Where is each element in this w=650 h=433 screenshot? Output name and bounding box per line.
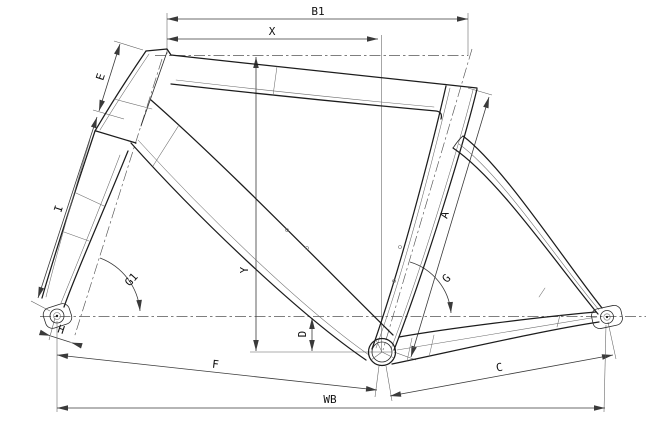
dim-d: D bbox=[296, 318, 315, 351]
dim-i: I bbox=[30, 116, 98, 312]
chain-stays bbox=[391, 311, 600, 365]
dim-f: F bbox=[56, 321, 380, 412]
dim-label-y: Y bbox=[238, 266, 251, 273]
dim-label-g1: G1 bbox=[122, 270, 141, 289]
dim-e: E bbox=[92, 40, 144, 120]
dim-wb: WB bbox=[57, 324, 607, 413]
rear-dropout bbox=[591, 305, 623, 329]
dim-label-i: I bbox=[51, 204, 65, 214]
fork bbox=[41, 130, 129, 308]
dim-label-b1: B1 bbox=[311, 5, 324, 18]
dim-label-wb: WB bbox=[323, 393, 337, 406]
dim-label-c: C bbox=[495, 361, 504, 375]
down-tube bbox=[130, 99, 394, 361]
dim-g1-angle: G1 bbox=[99, 257, 142, 312]
head-tube bbox=[94, 48, 190, 144]
bottom-bracket bbox=[367, 337, 397, 367]
dim-label-x: X bbox=[269, 25, 276, 38]
dim-c: C bbox=[385, 321, 617, 402]
dim-h: H bbox=[38, 317, 83, 349]
top-tube bbox=[170, 56, 446, 120]
dim-a: A bbox=[393, 87, 493, 361]
seat-stays bbox=[452, 135, 603, 315]
seat-tube bbox=[371, 83, 478, 351]
dim-label-f: F bbox=[211, 358, 219, 372]
frame-drawing bbox=[41, 48, 623, 367]
dim-label-a: A bbox=[437, 210, 451, 220]
dim-b1: B1 bbox=[166, 5, 469, 56]
dim-label-h: H bbox=[56, 322, 66, 336]
dim-label-e: E bbox=[93, 72, 107, 82]
dim-label-g: G bbox=[440, 272, 454, 286]
front-dropout bbox=[42, 303, 73, 329]
dim-label-d: D bbox=[296, 331, 309, 338]
dim-x: X bbox=[167, 25, 382, 352]
